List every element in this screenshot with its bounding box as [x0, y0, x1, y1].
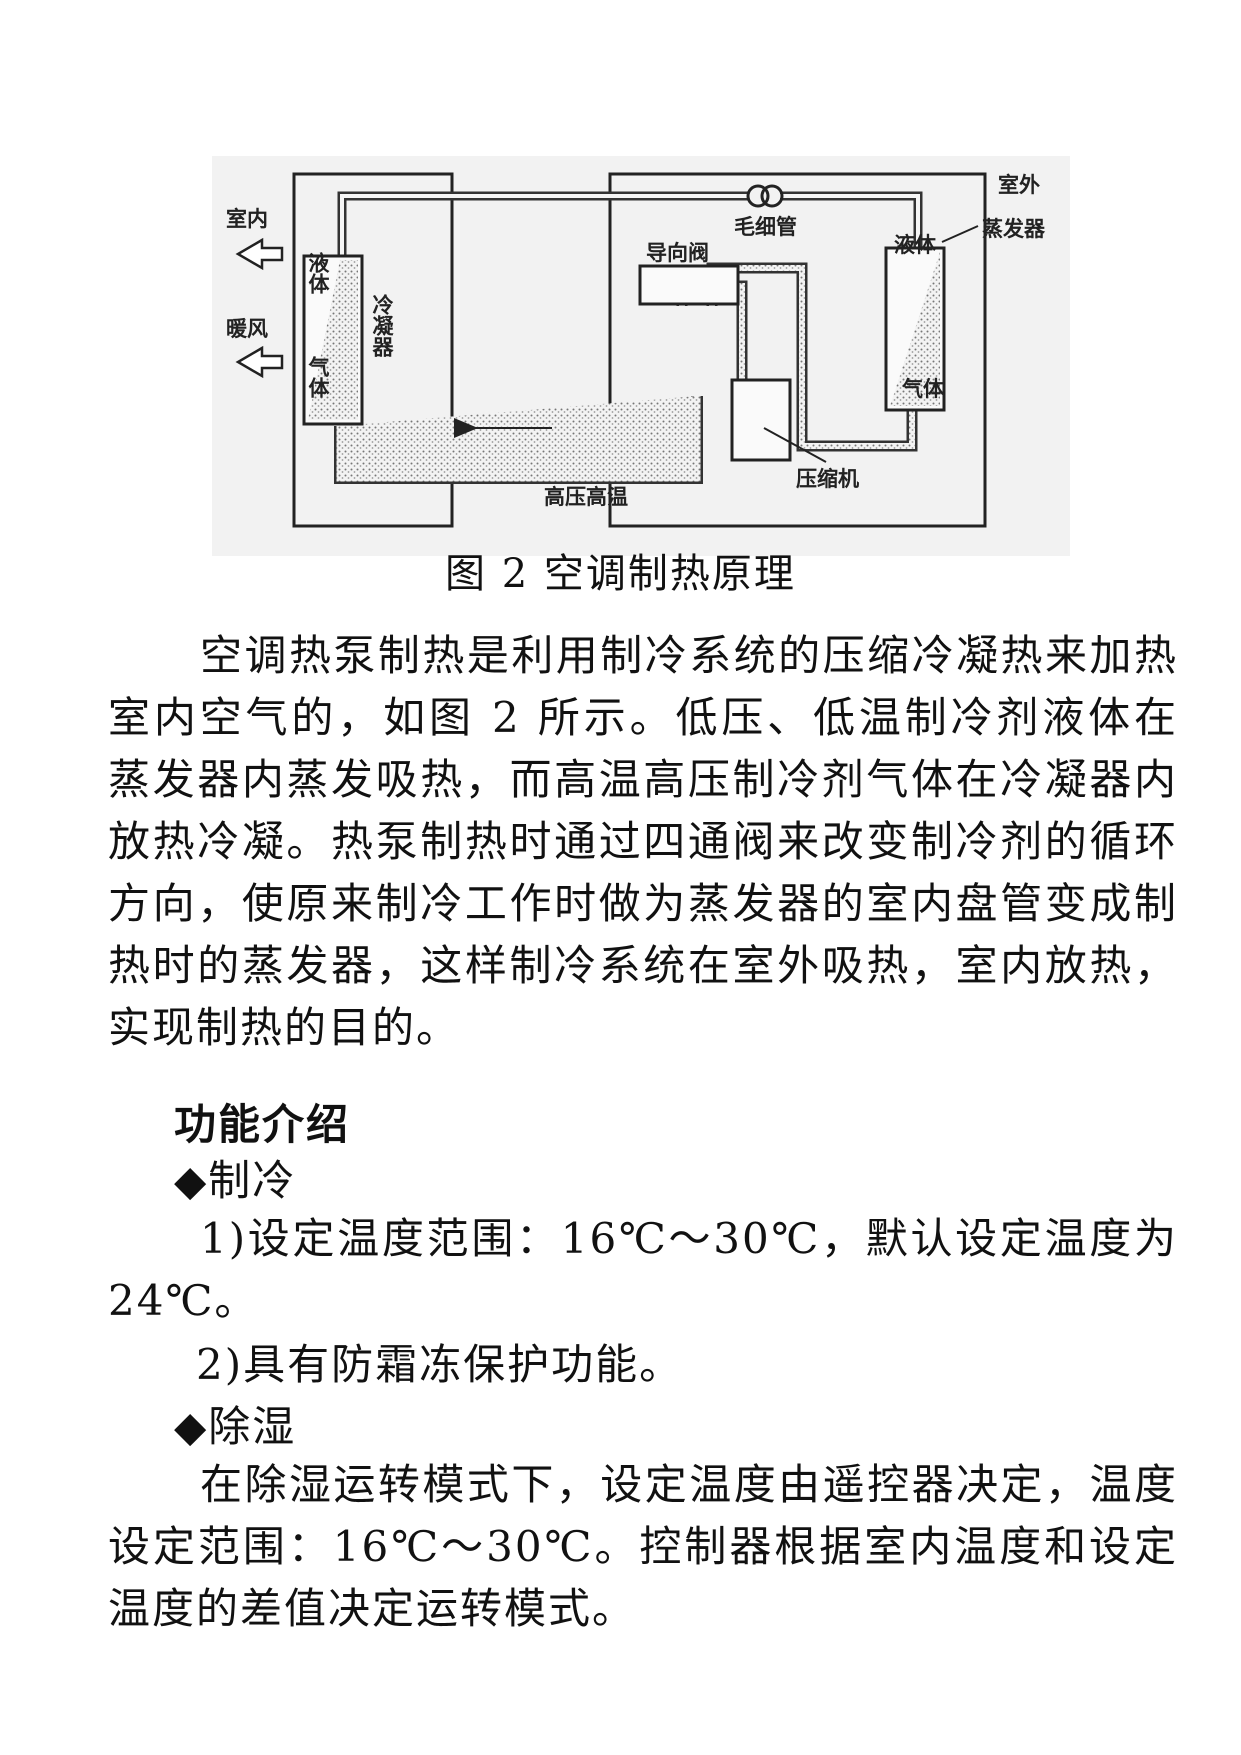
- warm-air-label: 暖风: [226, 317, 268, 341]
- cooling-title: ◆制冷: [174, 1156, 297, 1205]
- dehumid-paragraph: 在除湿运转模式下，设定温度由遥控器决定，温度设定范围：16℃～30℃。控制器根据…: [108, 1460, 1178, 1633]
- cooling-item2: 2)具有防霜冻保护功能。: [196, 1340, 684, 1389]
- figure-caption: 图 2 空调制热原理: [445, 551, 796, 597]
- intro-paragraph: 空调热泵制热是利用制冷系统的压缩冷凝热来加热室内空气的，如图 2 所示。低压、低…: [108, 631, 1178, 1052]
- indoor-unit-box: [292, 172, 454, 528]
- outdoor-label: 室外: [998, 173, 1040, 197]
- intro-block: 空调热泵制热是利用制冷系统的压缩冷凝热来加热室内空气的，如图 2 所示。低压、低…: [108, 625, 1178, 1059]
- outdoor-unit-box: [608, 172, 987, 528]
- indoor-label: 室内: [226, 207, 268, 231]
- liquid-left-label: 液体: [306, 251, 330, 294]
- capillary-label: 毛细管: [734, 215, 797, 239]
- compressor-box: [730, 378, 792, 462]
- heating-principle-diagram: 室外 室内 暖风 毛细管 导向阀 蒸发器 高压高温 压缩机 液体 气体 液体 气…: [212, 156, 1070, 556]
- indoor-arrow-icon: [235, 237, 284, 271]
- condenser-label: 冷凝器: [370, 293, 395, 358]
- dehumid-block: 在除湿运转模式下，设定温度由遥控器决定，温度设定范围：16℃～30℃。控制器根据…: [108, 1454, 1178, 1640]
- capillary-coil: [746, 184, 784, 208]
- high-pressure-label: 高压高温: [544, 485, 628, 509]
- cooling-item1: 1)设定温度范围：16℃～30℃，默认设定温度为24℃。: [108, 1214, 1178, 1325]
- gas-right-label: 气体: [901, 377, 945, 401]
- liquid-right-label: 液体: [894, 233, 937, 257]
- reversing-valve-box: [638, 264, 740, 306]
- dehumid-title: ◆除湿: [174, 1402, 297, 1451]
- gas-left-label: 气体: [306, 355, 331, 398]
- reversing-valve-label: 导向阀: [646, 241, 709, 265]
- compressor-label: 压缩机: [796, 467, 859, 491]
- warm-air-arrow-icon: [235, 345, 284, 379]
- evaporator-label: 蒸发器: [982, 217, 1046, 241]
- section-heading: 功能介绍: [174, 1100, 351, 1149]
- cooling-item1-block: 1)设定温度范围：16℃～30℃，默认设定温度为24℃。: [108, 1208, 1178, 1332]
